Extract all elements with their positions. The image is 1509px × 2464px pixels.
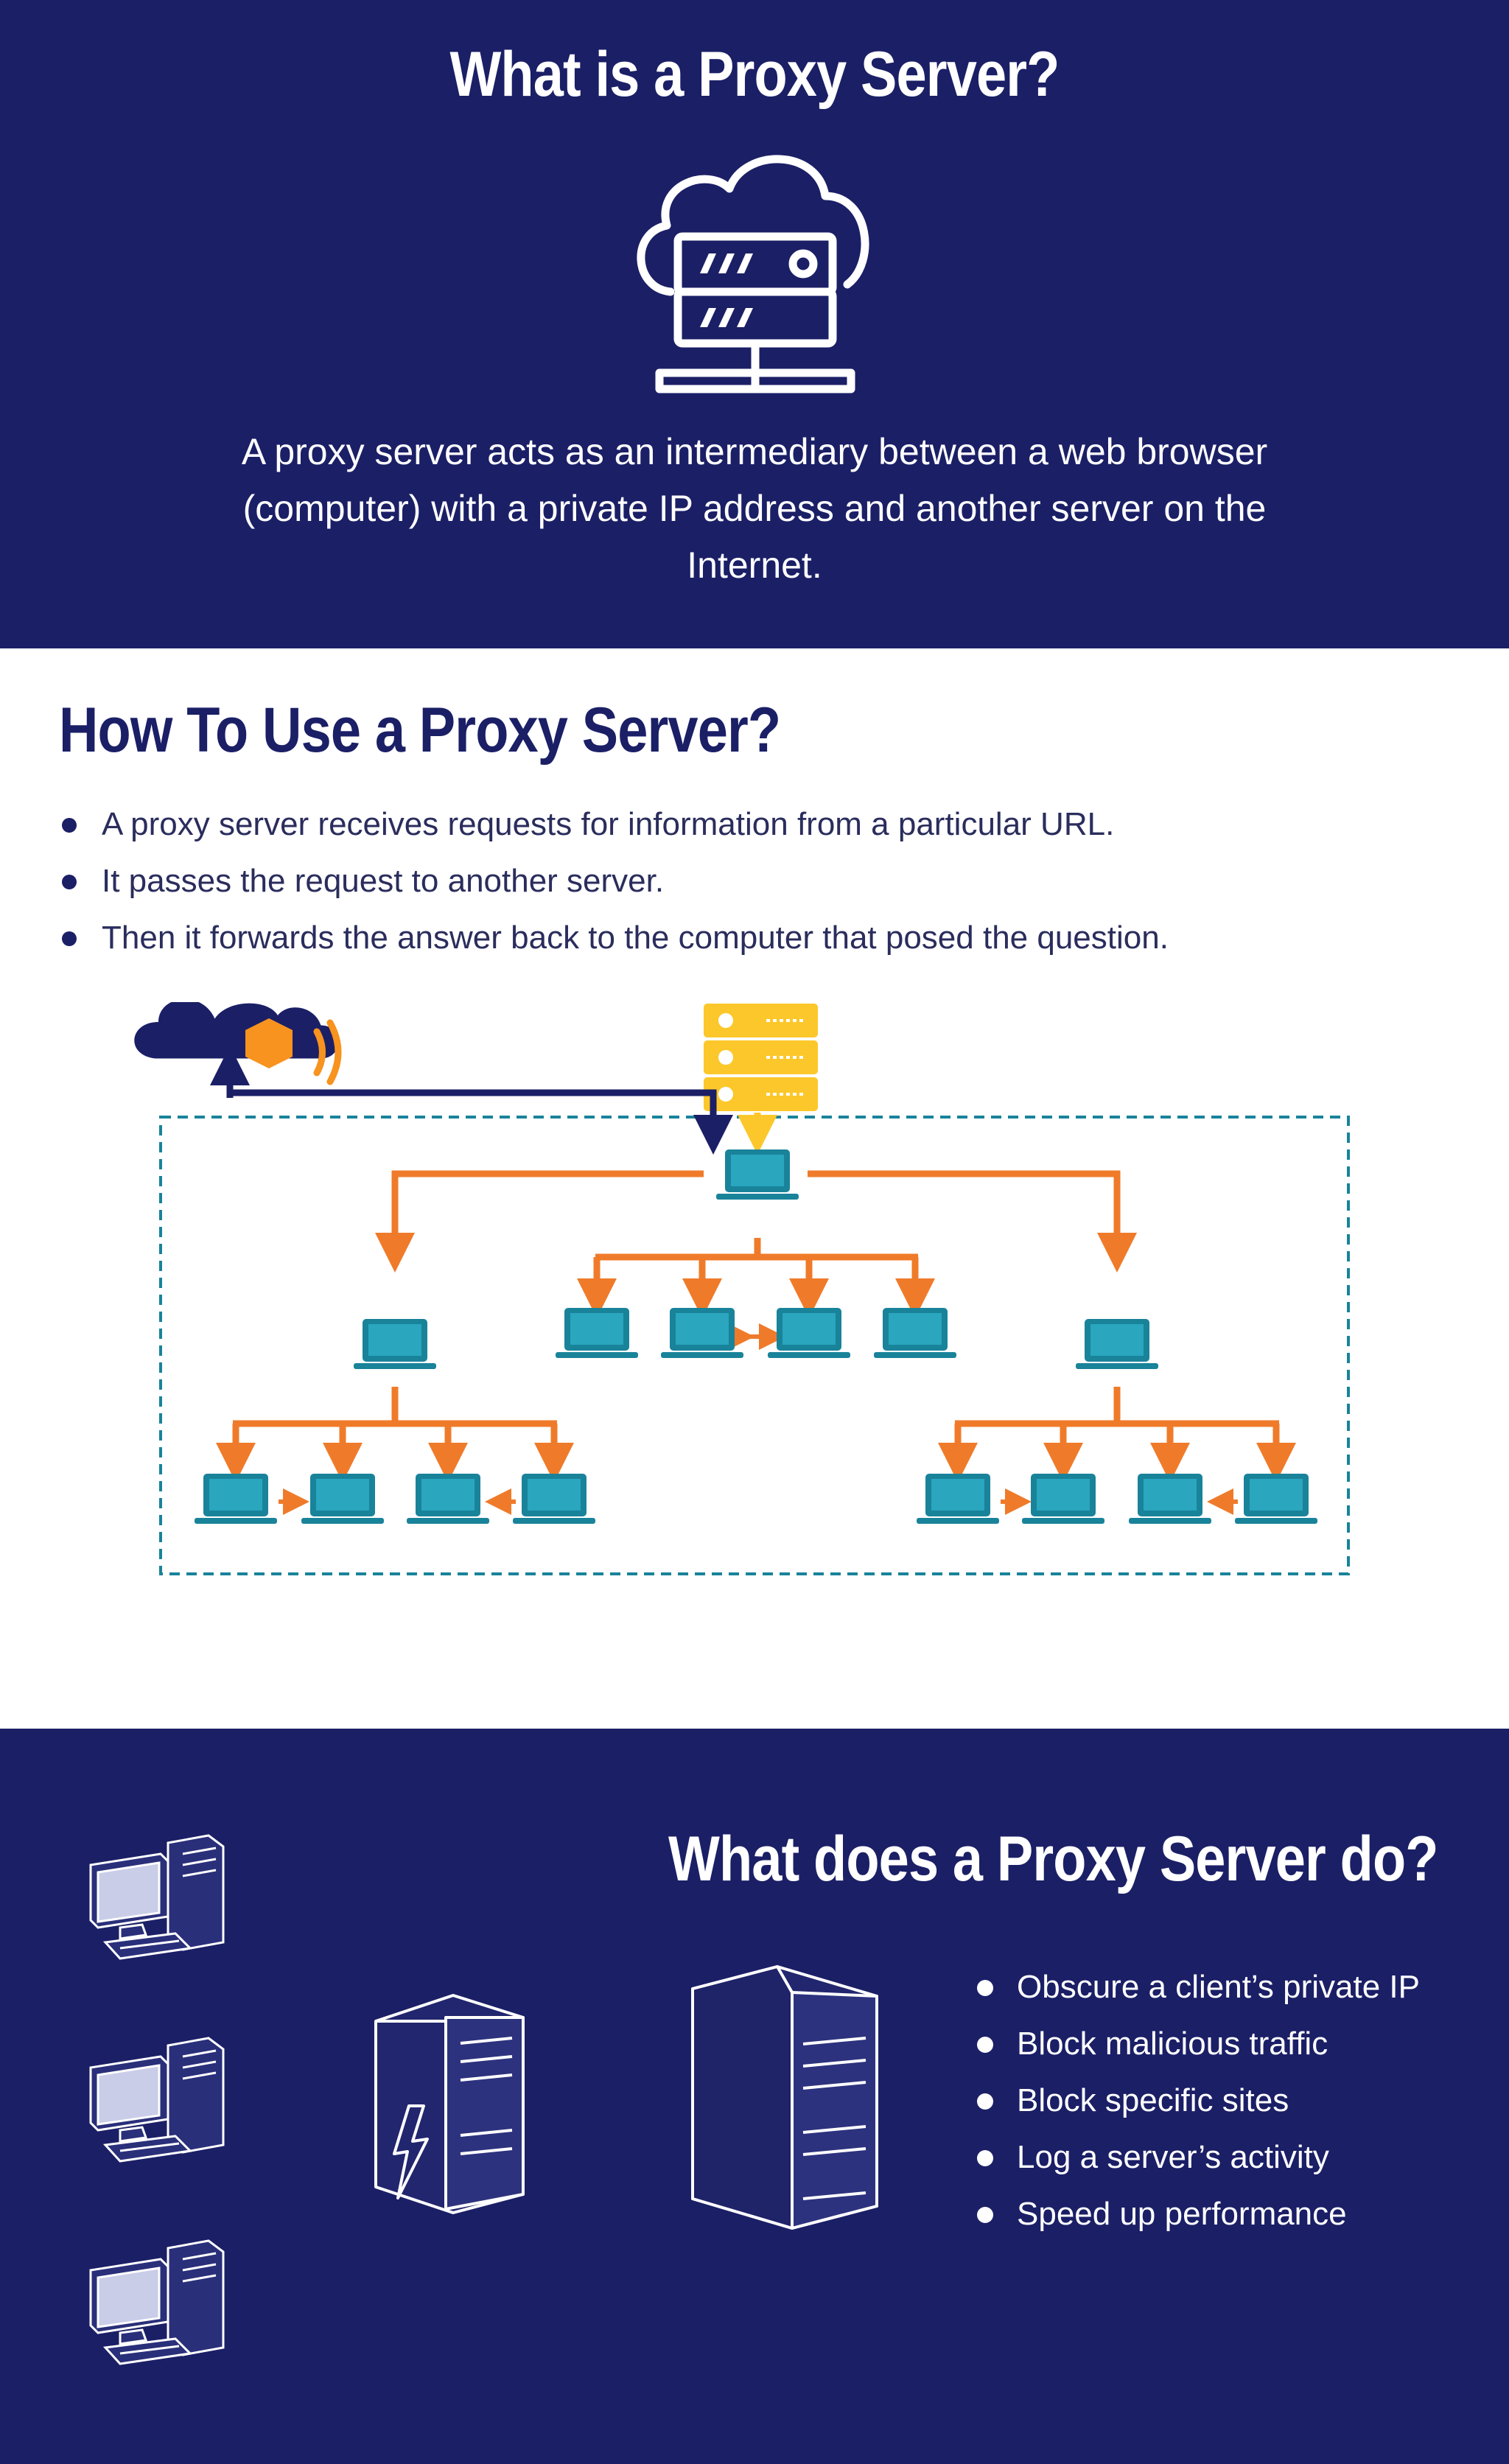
proxy-network-diagram — [134, 1002, 1350, 1575]
function-item: Speed up performance — [973, 2185, 1420, 2242]
step-item: It passes the request to another server. — [59, 853, 1169, 909]
intro-section: What is a Proxy Server? A proxy server a… — [0, 0, 1509, 648]
function-item: Log a server’s activity — [973, 2129, 1420, 2185]
how-to-title: How To Use a Proxy Server? — [59, 695, 781, 766]
desktop-computer-icon — [89, 1834, 225, 1960]
cloud-server-icon — [637, 155, 869, 393]
desktop-computer-icon — [89, 2239, 225, 2365]
step-item: A proxy server receives requests for inf… — [59, 796, 1169, 853]
functions-list: Obscure a client’s private IP Block mali… — [973, 1959, 1420, 2242]
functions-title: What does a Proxy Server do? — [668, 1824, 1438, 1894]
desktop-computer-icon — [89, 2037, 225, 2163]
functions-section: What does a Proxy Server do? — [0, 1729, 1509, 2464]
intro-title: What is a Proxy Server? — [449, 39, 1060, 110]
cloud-icon — [134, 1002, 342, 1085]
function-item: Obscure a client’s private IP — [973, 1959, 1420, 2015]
how-to-section: How To Use a Proxy Server? A proxy serve… — [0, 648, 1509, 1729]
function-item: Block specific sites — [973, 2072, 1420, 2129]
lightning-icon — [393, 2104, 429, 2199]
function-item: Block malicious traffic — [973, 2015, 1420, 2072]
how-to-steps: A proxy server receives requests for inf… — [59, 796, 1169, 966]
server-rack-icon — [704, 1004, 818, 1111]
intro-description: A proxy server acts as an intermediary b… — [241, 431, 1268, 586]
server-tower-icon — [691, 1965, 878, 2230]
server-tower-icon — [374, 1994, 525, 2214]
step-item: Then it forwards the answer back to the … — [59, 909, 1169, 966]
